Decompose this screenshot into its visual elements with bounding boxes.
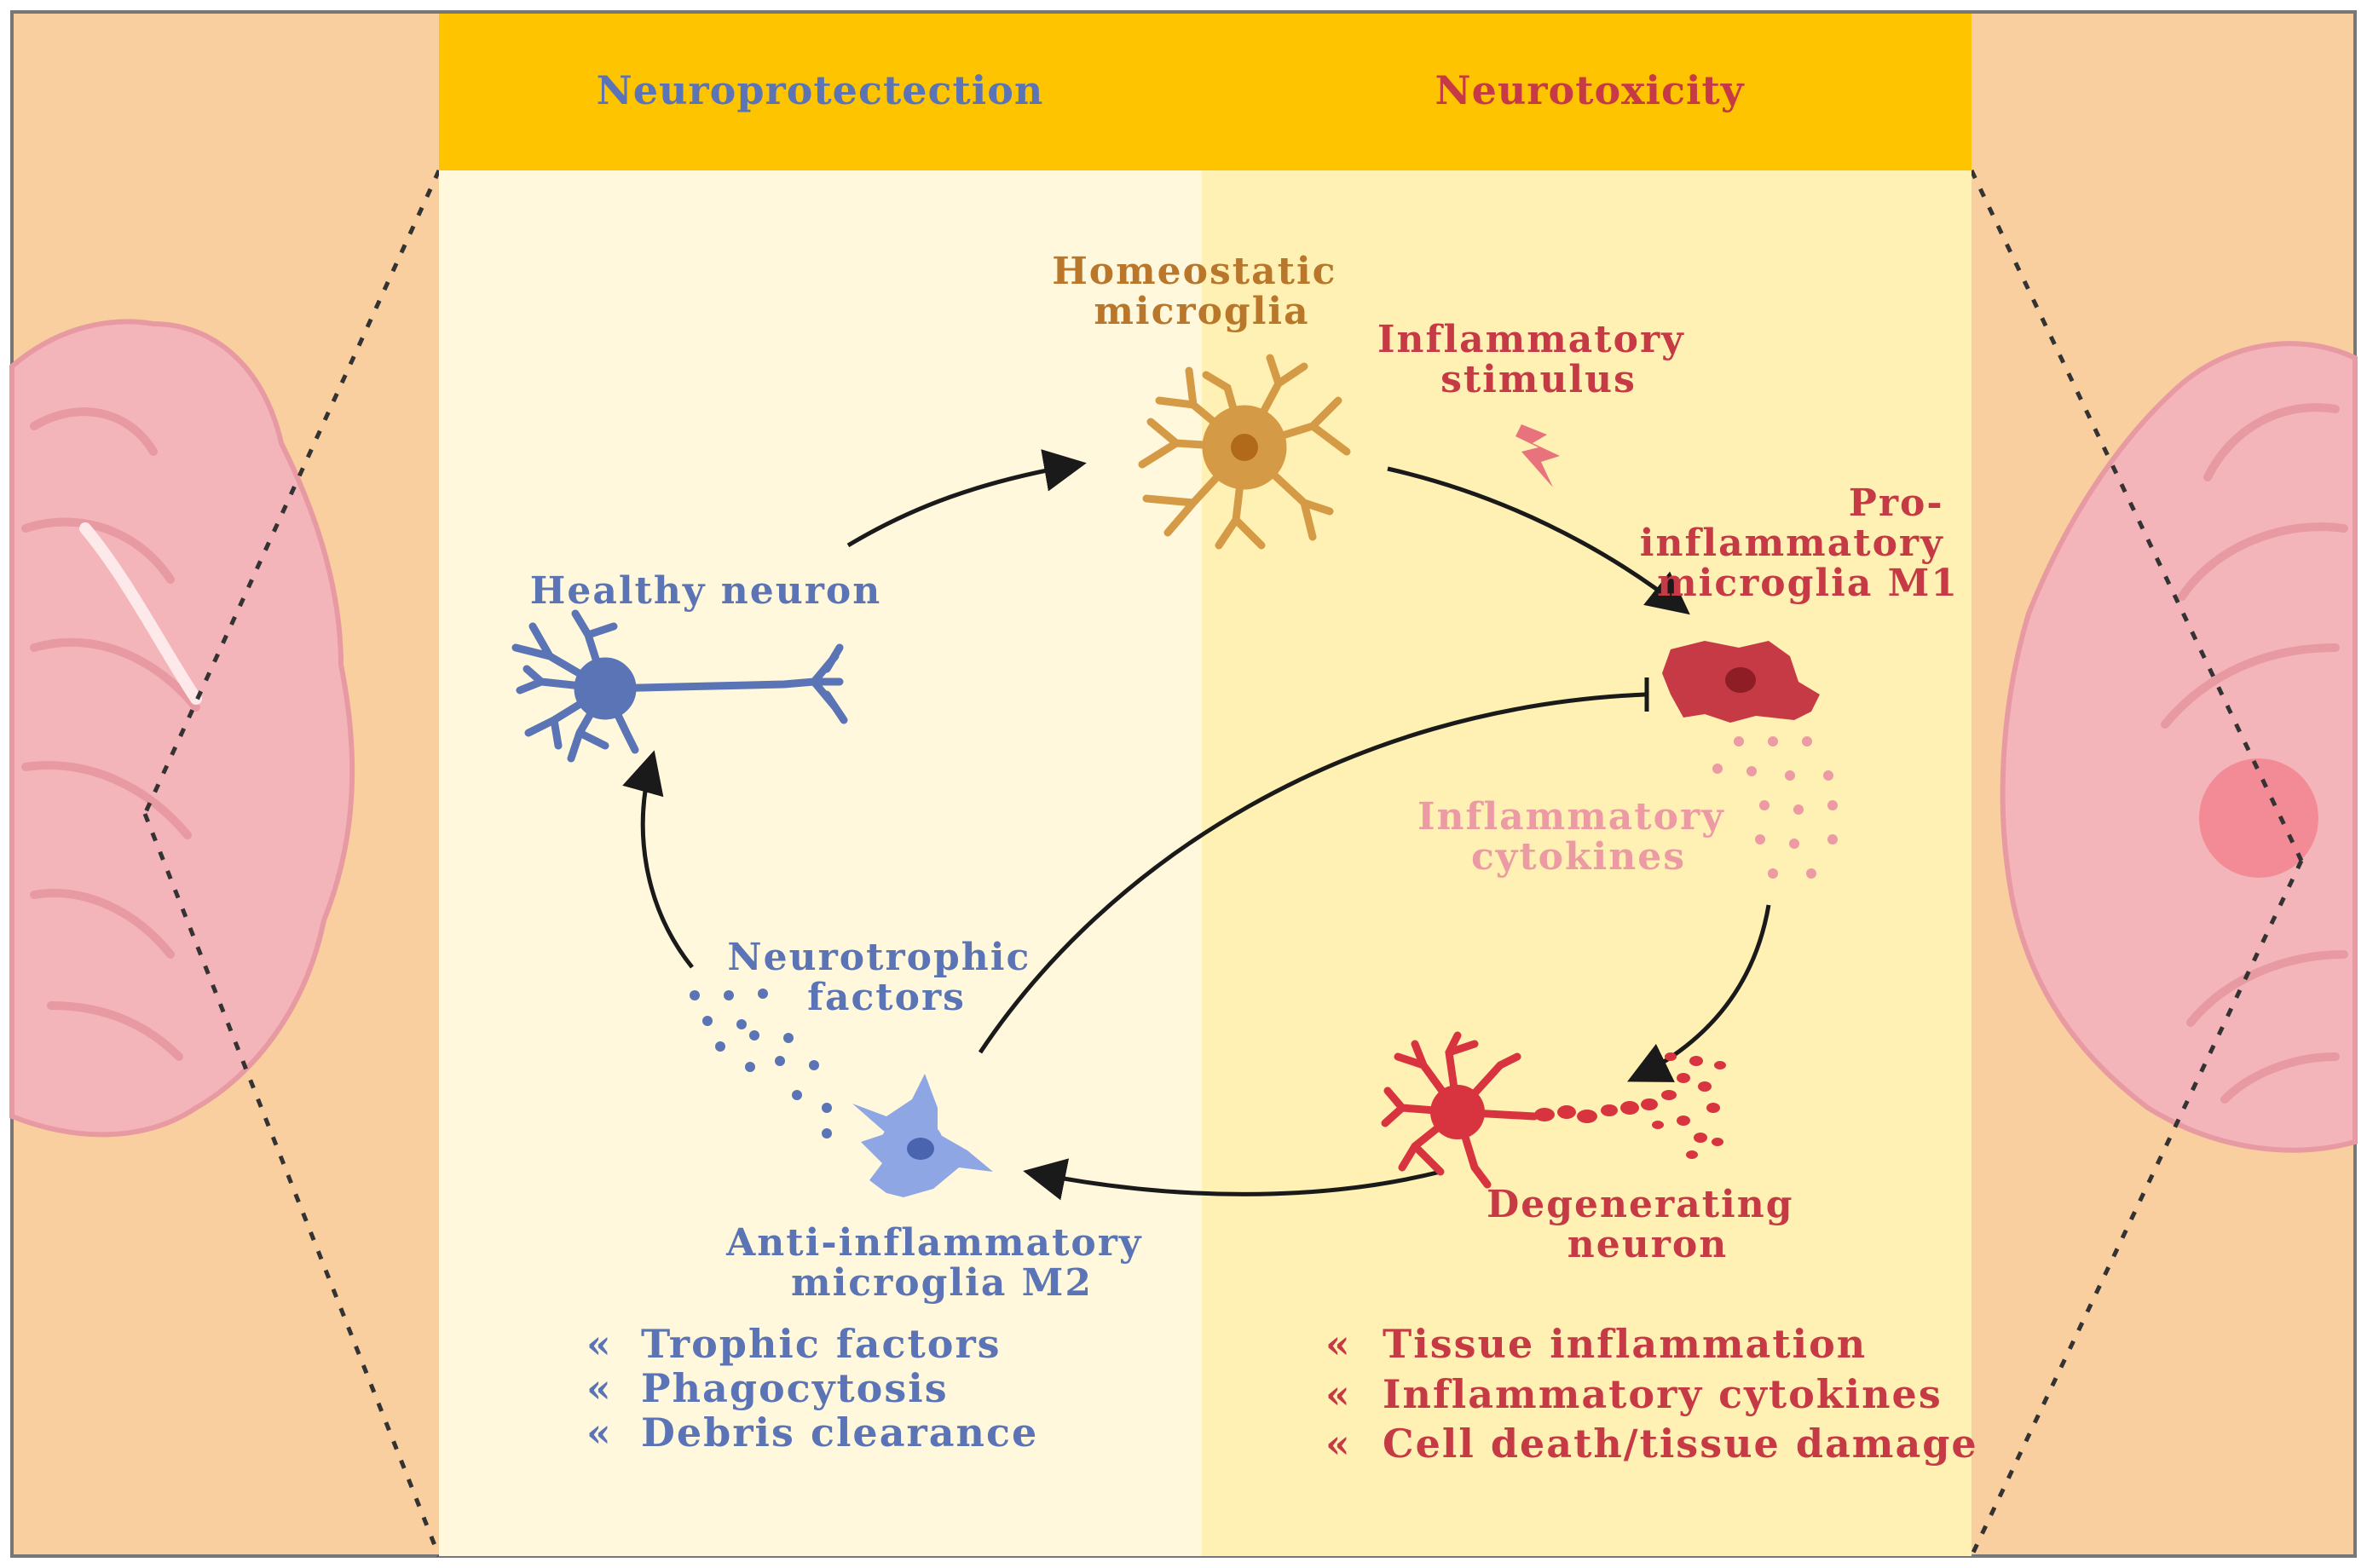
list-item: Inflammatory cytokines	[1383, 1371, 1943, 1417]
toxic-effects-list: « Tissue inflammation « Inflammatory cyt…	[1325, 1321, 1978, 1467]
neurotoxicity-header: Neurotoxicity	[1435, 67, 1745, 113]
inhibition-m2-to-m1	[978, 692, 1646, 1054]
list-bullet: «	[1325, 1321, 1352, 1367]
zoom-lines	[142, 169, 2304, 1558]
m1-microglia-label: Pro- inflammatory microglia M1	[1640, 481, 1959, 605]
m2-microglia-label: Anti-inflammatory microglia M2	[725, 1221, 1158, 1305]
list-bullet: «	[1325, 1371, 1352, 1417]
list-item: Phagocytosis	[641, 1365, 949, 1411]
list-item: Trophic factors	[641, 1321, 1002, 1367]
lightning-bolt-icon	[1515, 424, 1560, 487]
arrow-degenerating-to-m2	[1023, 1158, 1441, 1201]
list-bullet: «	[1325, 1421, 1352, 1467]
list-bullet: «	[586, 1321, 613, 1367]
homeostatic-microglia-label: Homeostatic microglia	[1052, 250, 1352, 333]
homeostatic-microglia-icon	[1138, 354, 1351, 550]
healthy-neuron-label: Healthy neuron	[530, 569, 881, 613]
neuroprotection-header: Neuroprotectection	[597, 67, 1044, 113]
neuroprotection-panel	[439, 170, 1202, 1556]
degenerating-neuron-label: Degenerating neuron	[1487, 1183, 1809, 1266]
arrow-neuron-to-homeostatic	[846, 449, 1087, 548]
m1-microglia-icon	[1662, 641, 1820, 723]
arrow-homeostatic-to-m1	[1387, 466, 1690, 615]
degenerating-neuron-icon	[1381, 1031, 1726, 1189]
list-item: Debris clearance	[641, 1409, 1038, 1456]
cycle-arrows	[622, 449, 1771, 1201]
arrow-cytokines-to-degenerating	[1627, 904, 1771, 1082]
arrow-m2-to-neuron	[622, 750, 694, 969]
brain-lesion	[2199, 758, 2318, 878]
neurotoxicity-panel	[1202, 170, 1972, 1556]
list-bullet: «	[586, 1409, 613, 1456]
protective-effects-list: « Trophic factors « Phagocytosis « Debri…	[586, 1321, 1038, 1456]
neurotrophic-dots	[690, 989, 832, 1139]
inflammatory-stimulus-label: Inflammatory stimulus	[1377, 318, 1700, 401]
inflammatory-cytokines-label: Inflammatory cytokines	[1417, 795, 1740, 879]
healthy-neuron-icon	[511, 609, 848, 763]
neurotrophic-factors-label: Neurotrophic factors	[727, 936, 1045, 1019]
cytokine-dots	[1712, 736, 1838, 879]
list-item: Cell death/tissue damage	[1383, 1421, 1978, 1467]
header-bar	[439, 14, 1972, 170]
list-item: Tissue inflammation	[1383, 1321, 1867, 1367]
list-bullet: «	[586, 1365, 613, 1411]
m2-microglia-icon	[852, 1074, 993, 1197]
